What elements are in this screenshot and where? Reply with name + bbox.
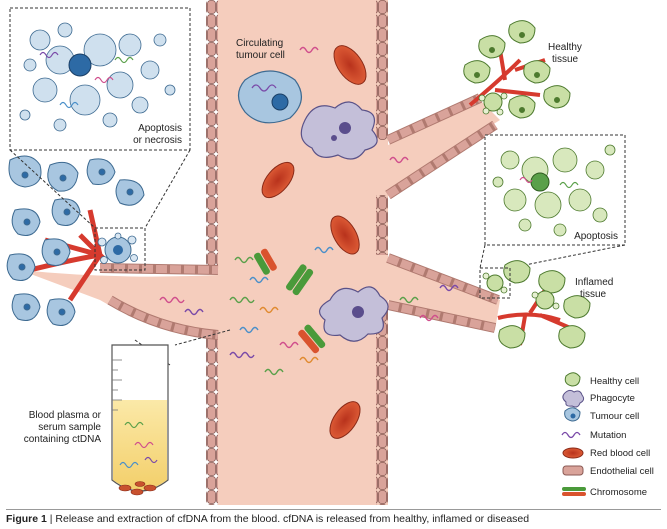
tumour-nucleus <box>68 53 92 77</box>
apoptotic-inflamed-cells <box>479 267 560 310</box>
chromosomes <box>254 248 326 354</box>
zoom-box-apoptosis: Apoptosis <box>479 134 626 269</box>
healthy-nucleus <box>530 172 550 192</box>
legend-item-phagocyte: Phagocyte <box>562 389 635 408</box>
svg-text:Chromosome: Chromosome <box>590 487 647 498</box>
endothelial-wall-left-upper <box>206 0 218 270</box>
red-blood-cell <box>261 161 295 199</box>
label-apoptosis: Apoptosis <box>574 231 618 242</box>
legend-item-chromosome: Chromosome <box>562 487 647 498</box>
figure-caption: Figure 1 | Release and extraction of cfD… <box>6 509 661 529</box>
label-inflamed-tissue-line1: Inflamed <box>575 277 613 288</box>
caption-text: | Release and extraction of cfDNA from t… <box>46 513 530 525</box>
red-blood-cell <box>329 401 361 439</box>
svg-text:Phagocyte: Phagocyte <box>590 393 635 404</box>
capillary <box>29 209 106 302</box>
legend-item-red-blood-cell: Red blood cell <box>562 447 650 459</box>
healthy-tissue: Healthy tissue <box>463 20 582 119</box>
label-apoptosis-or-necrosis-line1: Apoptosis <box>138 123 182 134</box>
svg-text:Endothelial cell: Endothelial cell <box>590 466 654 477</box>
capillary <box>468 49 546 107</box>
phagocyte-bottom <box>319 286 389 342</box>
zoom-box-apoptosis-necrosis: Apoptosis or necrosis <box>9 7 191 151</box>
svg-text:Tumour cell: Tumour cell <box>590 411 639 422</box>
red-blood-cell <box>333 45 367 85</box>
label-circulating-tumour-cell-line1: Circulating <box>236 38 283 49</box>
legend-item-endothelial-cell: Endothelial cell <box>562 465 654 477</box>
plasma-layer <box>113 400 167 490</box>
label-sample-line2: serum sample <box>38 422 101 433</box>
endothelial-wall-right-upper <box>376 0 388 140</box>
label-circulating-tumour-cell-line2: tumour cell <box>236 50 285 61</box>
blood-sample-tube: Blood plasma or serum sample containing … <box>24 329 231 496</box>
inflamed-tissue: Inflamed tissue <box>479 260 613 349</box>
endothelial-wall-right-lower <box>376 305 388 505</box>
endothelial-wall-left-lower <box>206 335 218 505</box>
apoptotic-healthy-cell <box>478 92 508 116</box>
red-blood-cells <box>261 45 367 439</box>
label-healthy-tissue-line1: Healthy <box>548 42 582 53</box>
caption-figure-number: Figure 1 <box>6 513 47 525</box>
cfdna-fragments <box>159 46 459 376</box>
red-blood-cell <box>330 215 360 255</box>
circulating-tumour-cell <box>237 70 302 124</box>
label-apoptosis-or-necrosis-line2: or necrosis <box>133 135 182 146</box>
phagocyte-top <box>300 101 378 160</box>
legend: Healthy cell Phagocyte Tumour cell Mutat… <box>561 372 654 498</box>
svg-text:Healthy cell: Healthy cell <box>590 376 639 387</box>
label-healthy-tissue-line2: tissue <box>552 54 579 65</box>
endothelial-wall-right-mid <box>376 195 388 255</box>
svg-text:Mutation: Mutation <box>590 430 626 441</box>
tumour-tissue <box>6 149 191 326</box>
zoom-region-tumour <box>94 227 146 271</box>
label-sample-line3: containing ctDNA <box>24 434 102 445</box>
legend-item-tumour-cell: Tumour cell <box>564 407 639 422</box>
svg-text:Red blood cell: Red blood cell <box>590 448 650 459</box>
label-sample-line1: Blood plasma or <box>29 410 102 421</box>
legend-item-mutation: Mutation <box>561 430 626 441</box>
legend-item-healthy-cell: Healthy cell <box>564 372 639 387</box>
apoptotic-tumour-cell <box>97 232 138 264</box>
label-inflamed-tissue-line2: tissue <box>580 289 607 300</box>
